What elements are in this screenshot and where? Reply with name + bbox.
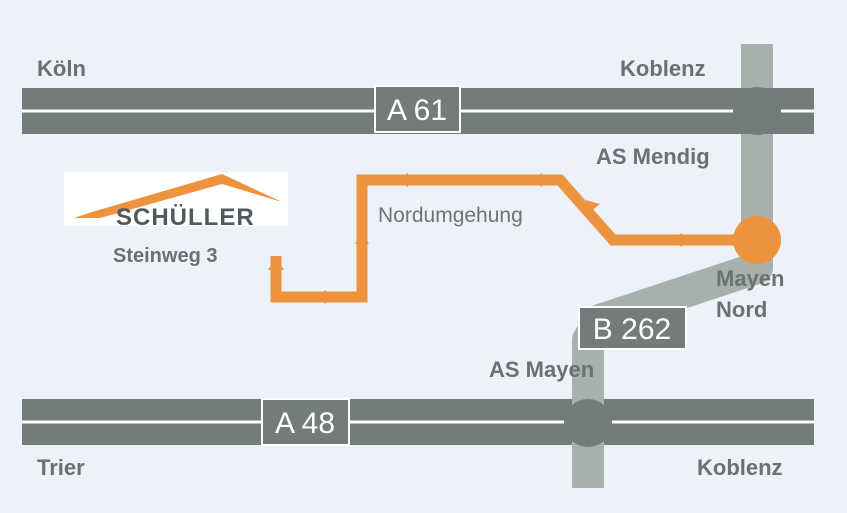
shield-b262: B 262 bbox=[578, 306, 687, 350]
junction-label-mayen: Mayen bbox=[716, 266, 784, 291]
city-label-koblenz-top: Koblenz bbox=[620, 56, 706, 81]
route-path bbox=[268, 173, 781, 304]
junction-as-mayen-marker bbox=[564, 399, 612, 447]
junction-label-as-mayen: AS Mayen bbox=[489, 357, 594, 382]
junction-label-nord: Nord bbox=[716, 297, 767, 322]
shield-a48-label: A 48 bbox=[275, 407, 335, 440]
company-logo: SCHÜLLER bbox=[64, 172, 288, 231]
junction-as-mendig-marker bbox=[733, 87, 781, 135]
city-label-koblenz-bottom: Koblenz bbox=[697, 455, 783, 480]
shield-a61: A 61 bbox=[374, 85, 461, 133]
shield-a61-label: A 61 bbox=[387, 94, 447, 127]
address-label: Steinweg 3 bbox=[113, 245, 217, 267]
junction-label-as-mendig: AS Mendig bbox=[596, 144, 710, 169]
city-label-koeln: Köln bbox=[37, 56, 86, 81]
shield-b262-label: B 262 bbox=[593, 313, 671, 346]
motorway-a48 bbox=[22, 399, 814, 445]
city-label-trier: Trier bbox=[37, 455, 85, 480]
company-logo-text: SCHÜLLER bbox=[116, 204, 255, 231]
shield-a48: A 48 bbox=[261, 398, 350, 446]
street-label-nordumgehung: Nordumgehung bbox=[378, 204, 523, 227]
destination-mayen-nord-marker bbox=[733, 216, 781, 264]
